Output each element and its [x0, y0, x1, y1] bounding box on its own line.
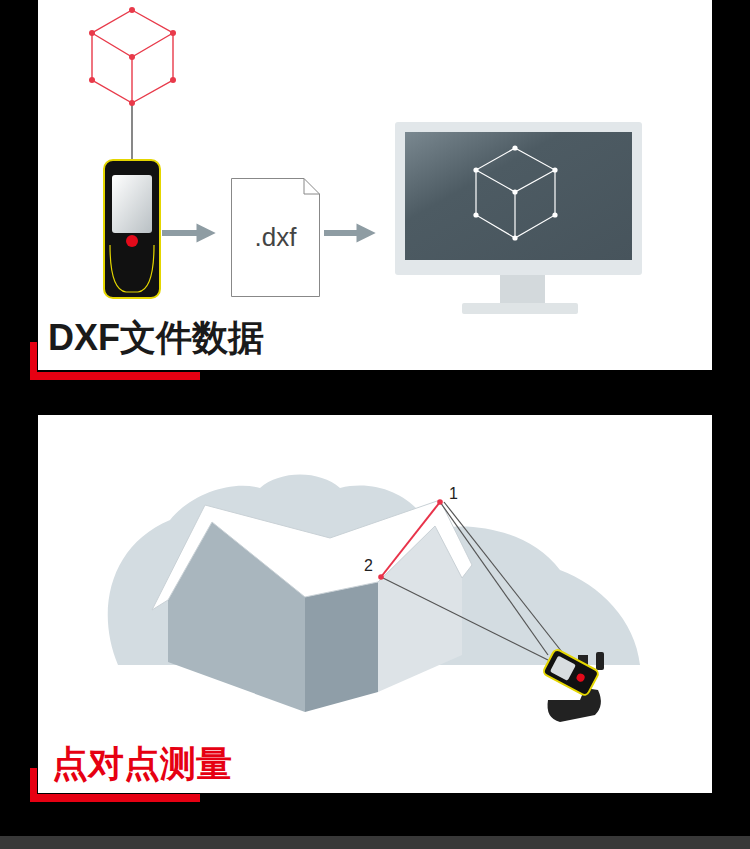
house [152, 500, 472, 712]
flow-arrow [162, 230, 208, 236]
laser-meter [104, 160, 160, 298]
cube-vertices [89, 7, 176, 106]
file-icon: .dxf [231, 178, 320, 297]
cube-on-screen [476, 148, 555, 238]
top-panel [38, 0, 712, 370]
measure-lines [378, 499, 562, 660]
section-title: 点对点测量 [52, 746, 232, 782]
file-extension: .dxf [255, 223, 297, 252]
callout-number: 2 [364, 558, 373, 574]
screen-cube-vertices [473, 145, 557, 240]
meter-on-tripod [542, 648, 604, 722]
file-fold [304, 179, 320, 195]
monitor [395, 122, 642, 314]
cube-icon [92, 10, 173, 160]
footer-bar [0, 836, 750, 849]
file-border [232, 179, 320, 297]
flow-arrow [324, 230, 368, 236]
bottom-panel [38, 415, 712, 793]
callout-number: 1 [449, 486, 458, 502]
section-title: DXF文件数据 [48, 320, 264, 356]
